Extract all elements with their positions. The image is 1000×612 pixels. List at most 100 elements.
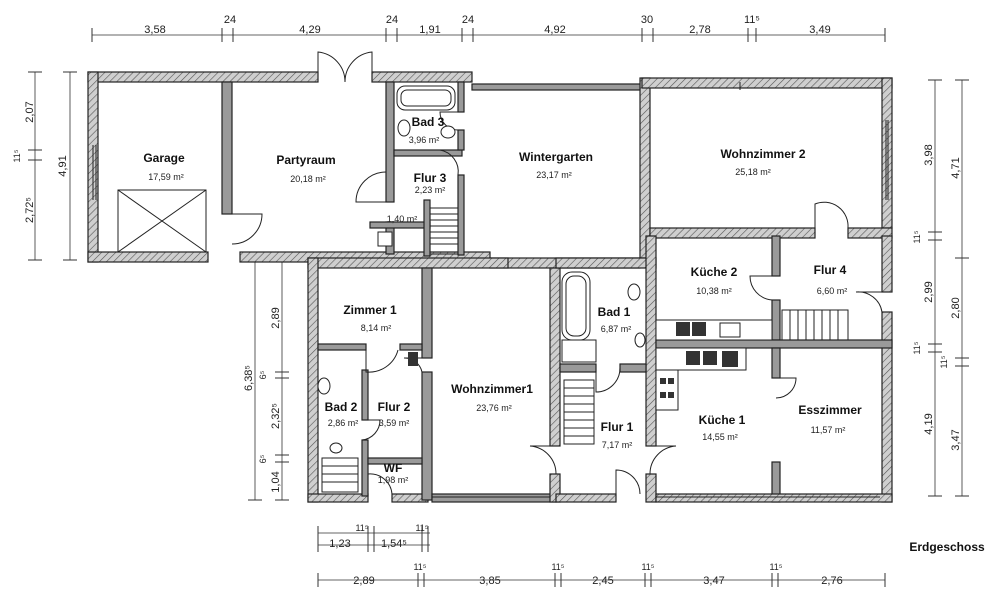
room-area: 14,55 m² — [702, 432, 738, 442]
dim-left-3: 2,72⁵ — [24, 197, 36, 223]
walls — [87, 71, 893, 503]
dim-bottom-8: 11⁵ — [769, 562, 782, 572]
dim-right-8: 11⁵ — [939, 355, 949, 368]
dimension-line-bottom: 11⁵ 11⁵ 1,23 1,54⁵ 2,89 11⁵ 3,85 11⁵ 2,4… — [317, 523, 886, 587]
dim-right-4: 11⁵ — [912, 341, 922, 354]
room-name: Zimmer 1 — [343, 303, 397, 317]
room-name: Garage — [143, 151, 185, 165]
dim-right-6: 4,71 — [950, 157, 962, 178]
dim-right-1: 3,98 — [923, 144, 935, 165]
room-area: 6,60 m² — [817, 286, 848, 296]
room-partyraum: Partyraum 20,18 m² — [276, 153, 335, 184]
room-area: 8,14 m² — [361, 323, 392, 333]
dim-top-6: 24 — [462, 14, 474, 26]
dim-bottom-9: 2,76 — [821, 575, 842, 587]
dim-bottom-1: 2,89 — [353, 575, 374, 587]
room-name: Bad 3 — [412, 115, 445, 129]
room-name: Küche 2 — [691, 265, 738, 279]
dim-top-11: 3,49 — [809, 24, 830, 36]
room-area: 25,18 m² — [735, 167, 771, 177]
dim-right-2: 11⁵ — [912, 230, 922, 243]
room-name: Flur 2 — [378, 400, 411, 414]
dim-top-1: 3,58 — [144, 24, 165, 36]
room-area: 11,57 m² — [811, 425, 846, 435]
room-name: Bad 1 — [598, 305, 631, 319]
dim-right-7: 2,80 — [950, 297, 962, 318]
room-kueche1: Küche 1 14,55 m² — [699, 413, 746, 442]
dim-left-4: 4,91 — [57, 155, 69, 176]
dim-top-5: 1,91 — [419, 24, 440, 36]
dim-top-7: 4,92 — [544, 24, 565, 36]
room-flur4: Flur 4 6,60 m² — [814, 263, 848, 296]
dim-bottom-3: 3,85 — [479, 575, 500, 587]
room-kueche2: Küche 2 10,38 m² — [691, 265, 738, 296]
dim-right-3: 2,99 — [923, 281, 935, 302]
dim-bottom-7: 3,47 — [703, 575, 724, 587]
dim-left-2: 11⁵ — [12, 149, 22, 162]
dim-bottom-5: 2,45 — [592, 575, 613, 587]
room-wohnzimmer1: Wohnzimmer1 23,76 m² — [451, 382, 533, 413]
room-name: Flur 4 — [814, 263, 847, 277]
room-name: Esszimmer — [798, 403, 862, 417]
dim-top-4: 24 — [386, 14, 398, 26]
dim-top-10: 11⁵ — [744, 14, 760, 26]
floor-label: Erdgeschoss — [909, 540, 985, 554]
dim-bottom-6: 11⁵ — [641, 562, 654, 572]
room-garage: Garage 17,59 m² — [143, 151, 185, 182]
room-name: WF — [384, 461, 403, 475]
dimension-line-top: 3,58 24 4,29 24 1,91 24 4,92 30 2,78 11⁵… — [91, 14, 886, 42]
dim-left-inner-3: 6⁵ — [258, 370, 268, 379]
room-name: Wintergarten — [519, 150, 593, 164]
room-area: 23,17 m² — [536, 170, 572, 180]
room-flur1: Flur 1 7,17 m² — [601, 420, 634, 450]
stairs — [117, 189, 849, 493]
windows — [92, 82, 889, 498]
room-abstell: 1,40 m² — [387, 214, 418, 224]
room-name: Partyraum — [276, 153, 335, 167]
room-flur3: Flur 3 2,23 m² — [414, 171, 447, 195]
dim-right-5: 4,19 — [923, 413, 935, 434]
room-name: Küche 1 — [699, 413, 746, 427]
room-area: 3,59 m² — [379, 418, 410, 428]
dim-bottom-2: 11⁵ — [413, 562, 426, 572]
room-esszimmer: Esszimmer 11,57 m² — [798, 403, 862, 435]
room-area: 1,98 m² — [378, 475, 409, 485]
room-area: 2,86 m² — [328, 418, 359, 428]
room-area: 6,87 m² — [601, 324, 632, 334]
room-flur2: Flur 2 3,59 m² — [378, 400, 411, 428]
dim-bottom-small-2: 11⁵ — [415, 523, 428, 533]
room-zimmer1: Zimmer 1 8,14 m² — [343, 303, 397, 333]
room-bad3: Bad 3 3,96 m² — [409, 115, 445, 145]
dim-bottom-small-4: 1,54⁵ — [381, 538, 407, 550]
doors — [231, 51, 883, 495]
dim-left-inner-2: 6,38⁵ — [243, 365, 255, 391]
room-wohnzimmer2: Wohnzimmer 2 25,18 m² — [720, 147, 805, 177]
room-name: Flur 1 — [601, 420, 634, 434]
dim-left-inner-4: 2,32⁵ — [270, 403, 282, 429]
dim-right-9: 3,47 — [950, 429, 962, 450]
room-area: 2,23 m² — [415, 185, 446, 195]
dim-top-2: 24 — [224, 14, 236, 26]
room-area: 1,40 m² — [387, 214, 418, 224]
room-area: 23,76 m² — [476, 403, 512, 413]
room-area: 20,18 m² — [290, 174, 326, 184]
fixtures — [317, 85, 773, 454]
room-name: Flur 3 — [414, 171, 447, 185]
dim-top-9: 2,78 — [689, 24, 710, 36]
dim-left-inner-1: 2,89 — [270, 307, 282, 328]
room-labels: Garage 17,59 m² Partyraum 20,18 m² Bad 3… — [143, 115, 862, 485]
dim-bottom-4: 11⁵ — [551, 562, 564, 572]
dim-top-3: 4,29 — [299, 24, 320, 36]
room-area: 17,59 m² — [148, 172, 184, 182]
room-name: Wohnzimmer1 — [451, 382, 533, 396]
dim-bottom-small-3: 1,23 — [329, 538, 350, 550]
dim-top-8: 30 — [641, 14, 653, 26]
dim-bottom-small-1: 11⁵ — [355, 523, 368, 533]
dimension-line-left: 2,07 11⁵ 2,72⁵ 4,91 2,89 6,38⁵ 6⁵ 2,32⁵ … — [12, 71, 289, 501]
room-wintergarten: Wintergarten 23,17 m² — [519, 150, 593, 180]
dim-left-inner-5: 6⁵ — [258, 454, 268, 463]
room-area: 7,17 m² — [602, 440, 633, 450]
room-bad1: Bad 1 6,87 m² — [598, 305, 632, 334]
dim-left-1: 2,07 — [24, 101, 36, 122]
